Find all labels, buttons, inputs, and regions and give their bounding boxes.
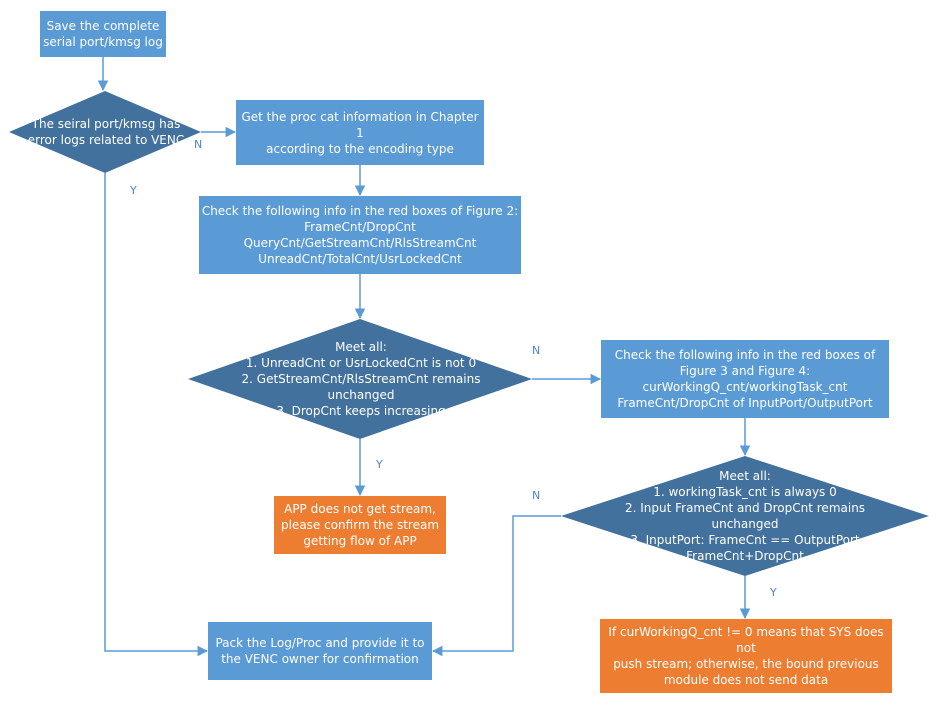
node-decision-meet-all-2: Meet all: 1. workingTask_cnt is always 0… xyxy=(624,469,866,563)
node-app-no-stream: APP does not get stream, please confirm … xyxy=(280,502,440,548)
node-check-figure2-box xyxy=(199,196,521,274)
node-check-figure3-4: Check the following info in the red boxe… xyxy=(614,348,876,410)
edge-label-meet2-yes: Y xyxy=(770,586,777,599)
edge-label-error-logs-no: N xyxy=(194,138,203,151)
node-decision-meet-all-1: Meet all: 1. UnreadCnt or UsrLockedCnt i… xyxy=(241,340,481,418)
node-check-figure3-4-box xyxy=(601,340,889,418)
edge-label-meet1-yes: Y xyxy=(376,458,383,471)
edge-label-error-logs-yes: Y xyxy=(130,184,137,197)
node-check-figure2: Check the following info in the red boxe… xyxy=(201,204,519,266)
edge-label-meet1-no: N xyxy=(532,344,541,357)
node-save-log: Save the complete serial port/kmsg log xyxy=(43,19,163,49)
edge-meet2-no-to-pack xyxy=(431,515,561,657)
node-decision-meet-all-2-diamond xyxy=(561,456,929,576)
node-sys-no-push-box xyxy=(600,619,892,693)
node-get-proc-box xyxy=(236,100,484,165)
node-save-log-box xyxy=(40,11,166,57)
node-get-proc-info: Get the proc cat information in Chapter … xyxy=(241,109,479,156)
node-decision-meet-all-1-diamond xyxy=(188,319,532,439)
edge-decision-yes-to-pack xyxy=(104,173,209,657)
node-sys-no-push: If curWorkingQ_cnt != 0 means that SYS d… xyxy=(608,625,884,687)
node-pack-log: Pack the Log/Proc and provide it to the … xyxy=(215,636,425,666)
node-decision-error-logs: The seiral port/kmsg has error logs rela… xyxy=(27,117,185,147)
node-app-no-stream-box xyxy=(274,496,446,554)
edge-label-meet2-no: N xyxy=(532,489,541,502)
node-decision-error-logs-diamond xyxy=(9,91,201,173)
node-pack-log-box xyxy=(208,622,432,680)
